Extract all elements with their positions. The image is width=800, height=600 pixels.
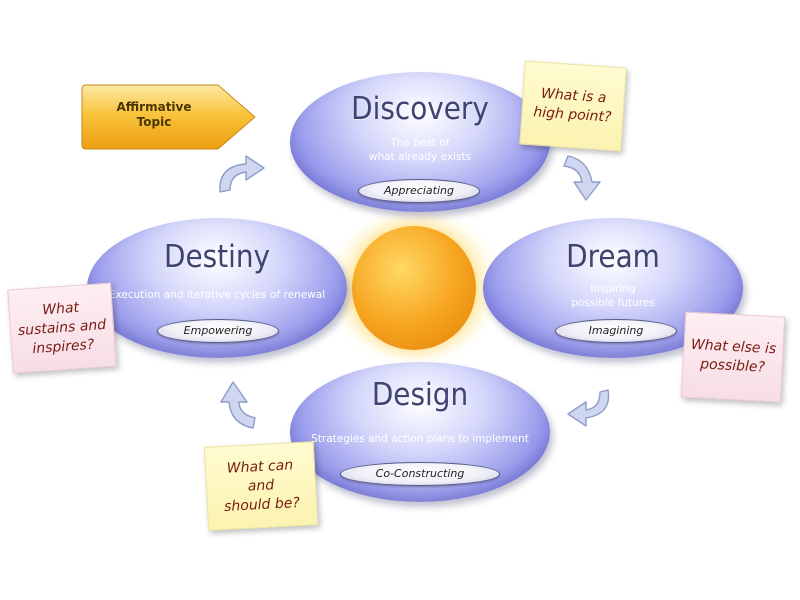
cycle-arrow-icon bbox=[567, 389, 610, 427]
affirmative-topic-tag: Affirmative Topic bbox=[80, 83, 258, 151]
activity-pill-design: Co-Constructing bbox=[340, 462, 500, 486]
cycle-arrow-icon bbox=[220, 381, 256, 429]
activity-pill-dream: Imagining bbox=[555, 319, 677, 343]
activity-pill-discovery: Appreciating bbox=[358, 179, 480, 203]
phase-description-dream: Inspiring possible futures bbox=[571, 283, 655, 309]
phase-title-destiny: Destiny bbox=[163, 239, 271, 275]
phase-description-destiny: Execution and iterative cycles of renewa… bbox=[108, 289, 326, 301]
phase-description-discovery: The best of what already exists bbox=[368, 137, 472, 163]
phase-title-design: Design bbox=[371, 377, 469, 413]
phase-discovery: Discovery The best of what already exist… bbox=[290, 72, 550, 212]
activity-pill-destiny: Empowering bbox=[157, 319, 279, 343]
phase-destiny: Destiny Execution and iterative cycles o… bbox=[87, 218, 347, 358]
topic-label: Affirmative Topic bbox=[116, 100, 192, 129]
phase-description-design: Strategies and action plans to implement bbox=[311, 433, 529, 445]
cycle-arrow-icon bbox=[219, 155, 265, 193]
sticky-note-destiny: What sustains and inspires? bbox=[7, 282, 117, 374]
sun-core bbox=[352, 226, 476, 350]
phase-design: Design Strategies and action plans to im… bbox=[290, 362, 550, 502]
cycle-arrow-icon bbox=[563, 155, 601, 201]
topic-tag-shape bbox=[81, 84, 256, 150]
sticky-note-dream: What else is possible? bbox=[680, 311, 786, 403]
phase-title-discovery: Discovery bbox=[351, 91, 489, 127]
phase-title-dream: Dream bbox=[566, 239, 660, 275]
sticky-note-discovery: What is a high point? bbox=[519, 60, 627, 152]
sticky-note-design: What can and should be? bbox=[203, 441, 319, 531]
